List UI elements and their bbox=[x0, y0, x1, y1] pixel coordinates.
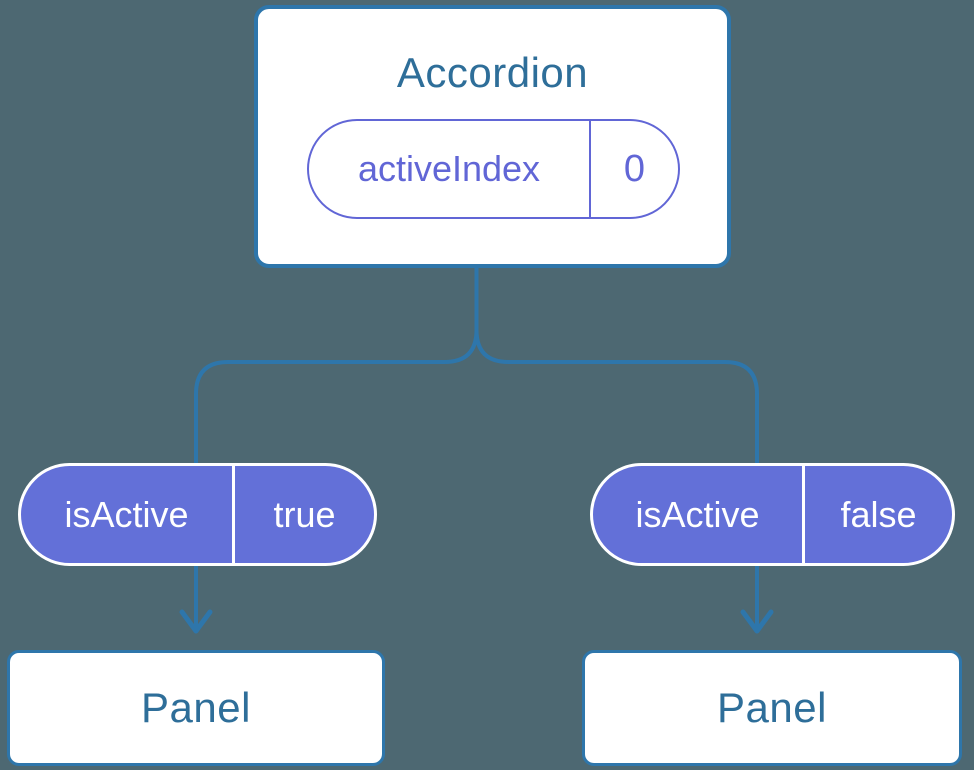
connector-right-branch bbox=[474, 264, 759, 629]
state-name-label: activeIndex bbox=[357, 148, 541, 189]
prop-name-label: isActive bbox=[635, 493, 760, 535]
accordion-node: Accordion activeIndex 0 bbox=[254, 5, 731, 268]
panel-title: Panel bbox=[717, 684, 827, 731]
prop-value-label: false bbox=[802, 466, 952, 563]
accordion-title: Accordion bbox=[396, 49, 589, 96]
prop-pill-isactive-false: isActive false bbox=[590, 463, 955, 566]
arrowhead-left-icon bbox=[179, 609, 213, 634]
panel-title: Panel bbox=[141, 684, 251, 731]
prop-pill-isactive-true: isActive true bbox=[18, 463, 377, 566]
connector-left-branch bbox=[194, 264, 479, 629]
prop-value-label: true bbox=[232, 466, 374, 563]
state-value-label: 0 bbox=[589, 121, 678, 217]
prop-name-label: isActive bbox=[64, 493, 189, 535]
state-pill: activeIndex 0 bbox=[307, 119, 680, 219]
panel-node-left: Panel bbox=[7, 650, 385, 766]
panel-node-right: Panel bbox=[582, 650, 962, 766]
arrowhead-right-icon bbox=[740, 609, 774, 634]
